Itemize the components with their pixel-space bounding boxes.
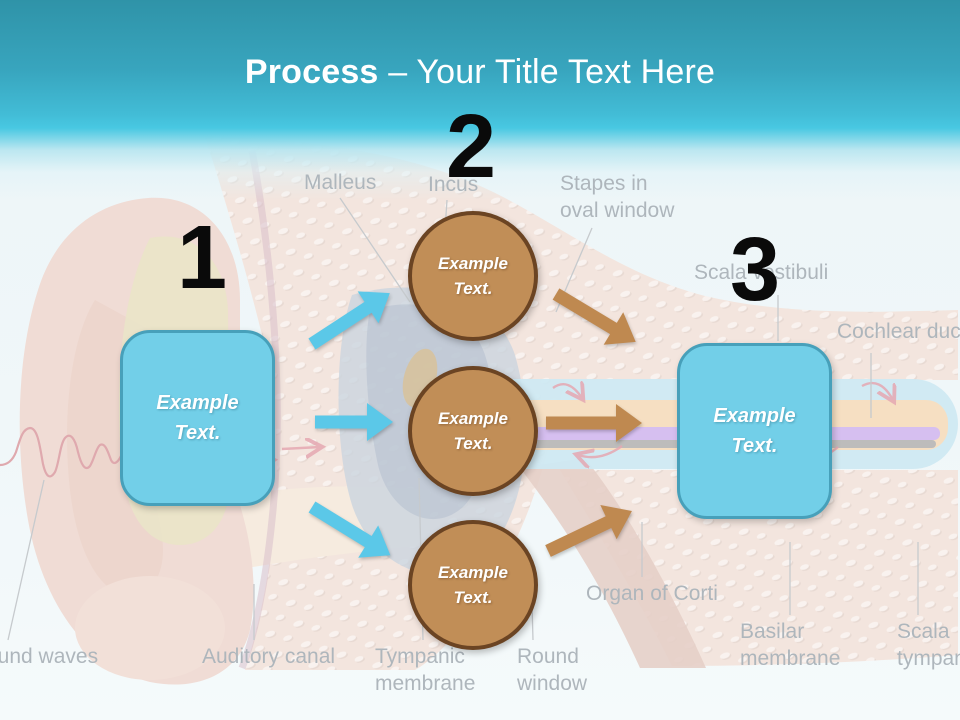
label-scala-vestibuli: Scala vestibuli: [694, 261, 829, 284]
step-number-2: 2: [446, 97, 497, 197]
step1-box-text: Example Text.: [156, 392, 239, 444]
step2-circle-top-text: Example Text.: [438, 253, 508, 299]
slide-title-keyword: Process: [244, 53, 379, 91]
step2-circle-bottom-text: Example Text.: [438, 562, 508, 608]
arrow-blue-bottom: [308, 501, 391, 558]
arrow-brown-bottom: [545, 505, 632, 557]
step2-circle-middle: Example Text.: [408, 366, 538, 496]
step2-circle-top: Example Text.: [408, 211, 538, 341]
step2-circle-bottom: Example Text.: [408, 520, 538, 650]
label-scala-tympani: Scala tympani: [897, 620, 960, 670]
nerve-band: [520, 458, 706, 668]
label-cochlear-duct: Cochlear duct: [837, 320, 960, 343]
label-basilar-membrane: Basilar membrane: [740, 620, 841, 670]
label-auditory-canal: Auditory canal: [202, 645, 336, 668]
label-round-window: Round window: [517, 645, 588, 695]
arrow-blue-top: [308, 291, 390, 350]
step-number-3: 3: [730, 220, 781, 320]
step2-circle-middle-text: Example Text.: [438, 408, 508, 454]
label-tympanic-membrane: Tympanic membrane: [375, 645, 476, 695]
step-number-1: 1: [177, 208, 228, 308]
step3-box-text: Example Text.: [713, 405, 796, 457]
brown-arrows: [545, 288, 642, 557]
blue-arrows: [308, 291, 393, 558]
arrow-brown-top: [552, 288, 636, 345]
step1-box: Example Text.: [120, 330, 275, 506]
slide-title-rest: – Your Title Text Here: [378, 53, 716, 91]
arrow-brown-middle: [546, 404, 642, 442]
slide-title: Process – Your Title Text Here: [0, 52, 960, 93]
sound-wave-squiggle: [0, 426, 122, 478]
arrow-blue-middle: [315, 403, 393, 441]
label-sound-waves: Sound waves: [0, 645, 99, 668]
step3-box: Example Text.: [677, 343, 832, 519]
label-organ-of-corti: Organ of Corti: [586, 582, 718, 605]
